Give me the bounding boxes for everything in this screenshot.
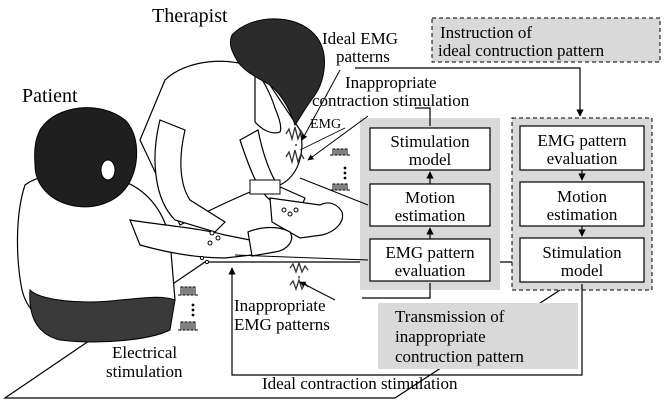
patient-block-3-line-1: EMG pattern (385, 243, 475, 262)
label-elec-stim-2: stimulation (106, 362, 183, 381)
pulse-train-top (330, 149, 350, 190)
label-therapist: Therapist (152, 5, 228, 27)
therapist-block-emg-evaluation: EMG pattern evaluation (520, 126, 644, 170)
therapist-block-1-line-1: EMG pattern (537, 131, 627, 150)
patient-to-panel-line (235, 255, 368, 260)
label-inapp-emg-1: Inappropriate (234, 296, 326, 315)
therapist-block-2-line-2: estimation (547, 205, 618, 224)
patient-block-emg-evaluation: EMG pattern evaluation (370, 239, 490, 281)
transmission-line-1: Transmission of (395, 307, 505, 326)
patient-block-2-line-1: Motion (405, 188, 456, 207)
therapist-block-3-line-1: Stimulation (542, 243, 622, 262)
instruction-line-1: Instruction of (440, 23, 532, 42)
patient-block-2-line-2: estimation (395, 206, 466, 225)
patient-block-1-line-2: model (409, 150, 452, 169)
label-ideal-contr-stim: Ideal contraction stimulation (262, 374, 458, 393)
label-ideal-emg-1: Ideal EMG (322, 29, 398, 48)
transmission-line-2: inappropriate (395, 327, 486, 346)
therapist-block-3-line-2: model (561, 261, 604, 280)
patient-block-stimulation-model: Stimulation model (370, 128, 490, 170)
therapist-block-2-line-1: Motion (557, 187, 608, 206)
label-inapp-contr-2: contraction stimulation (312, 91, 470, 110)
label-emg: EMG (310, 117, 341, 132)
therapist-to-panel-line (300, 178, 368, 205)
instruction-box: Instruction of ideal contruction pattern (432, 18, 660, 62)
label-elec-stim-1: Electrical (112, 343, 177, 362)
label-inapp-contr-1: Inappropriate (345, 73, 437, 92)
label-ideal-emg-2: patterns (336, 47, 390, 66)
transmission-line-3: contruction pattern (395, 347, 524, 366)
transmission-box: Transmission of inappropriate contructio… (378, 303, 578, 369)
therapist-block-motion-estimation: Motion estimation (520, 182, 644, 226)
therapist-block-stimulation-model: Stimulation model (520, 238, 644, 282)
instruction-line-2: ideal contruction pattern (438, 41, 605, 60)
therapist-block-1-line-2: evaluation (547, 149, 618, 168)
label-inapp-emg-2: EMG patterns (234, 315, 330, 334)
patient-block-3-line-2: evaluation (395, 261, 466, 280)
patient-block-1-line-1: Stimulation (390, 132, 470, 151)
patient-hair (35, 108, 137, 207)
label-patient: Patient (22, 85, 78, 107)
patient-block-motion-estimation: Motion estimation (370, 184, 490, 226)
